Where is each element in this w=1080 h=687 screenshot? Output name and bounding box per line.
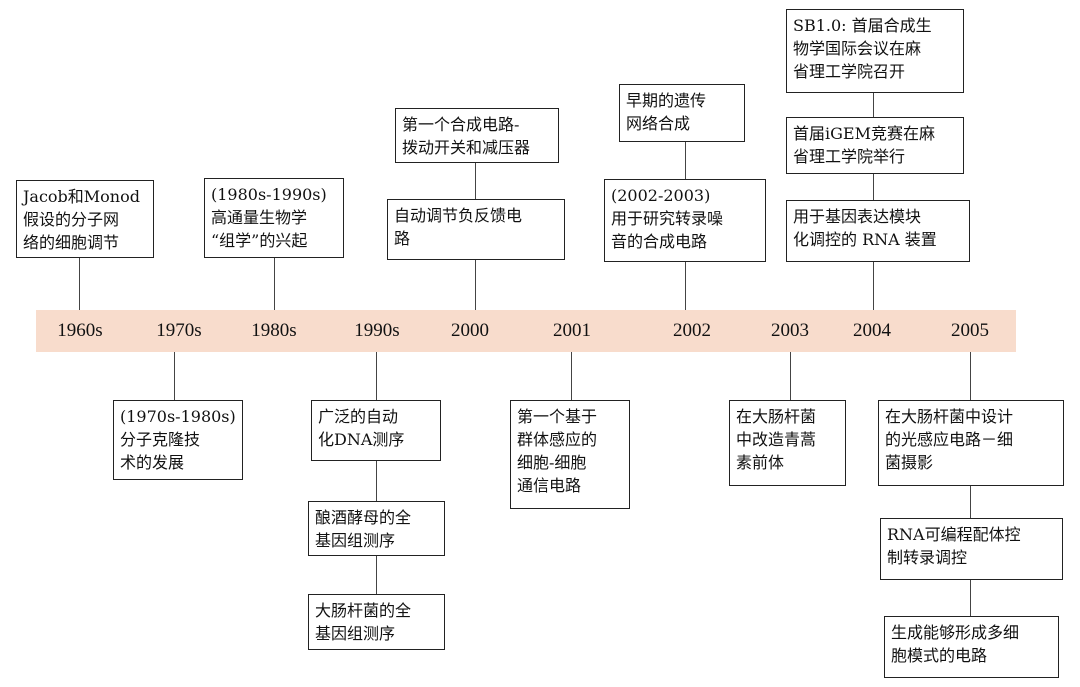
connector-2002 — [685, 262, 686, 310]
connector-2004-top — [873, 93, 874, 117]
event-ecoli-genome: 大肠杆菌的全 基因组测序 — [308, 594, 445, 650]
event-artemisinin: 在大肠杆菌 中改造青蒿 素前体 — [729, 400, 846, 486]
connector-2005-bottom — [970, 580, 971, 616]
connector-2001 — [571, 352, 572, 400]
event-light-sensing: 在大肠杆菌中设计 的光感应电路－细 菌摄影 — [878, 400, 1064, 486]
year-1960s: 1960s — [57, 320, 103, 341]
event-omics: (1980s-1990s) 高通量生物学 “组学”的兴起 — [204, 178, 344, 258]
event-rna-aptamer: RNA可编程配体控 制转录调控 — [880, 518, 1063, 580]
connector-2000 — [475, 260, 476, 310]
connector-2004-mid — [873, 174, 874, 200]
connector-2002-top — [685, 142, 686, 179]
connector-1990s-yeast — [376, 461, 377, 501]
connector-1980s — [274, 258, 275, 310]
year-2004: 2004 — [853, 320, 891, 341]
event-rna-device: 用于基因表达模块 化调控的 RNA 装置 — [786, 200, 970, 262]
event-sb1-conference: SB1.0: 首届合成生 物学国际会议在麻 省理工学院召开 — [786, 9, 964, 93]
year-2001: 2001 — [553, 320, 591, 341]
event-first-circuit: 第一个合成电路- 拨动开关和减压器 — [395, 108, 559, 163]
connector-2003 — [790, 352, 791, 400]
event-noise-circuit: (2002-2003) 用于研究转录噪 音的合成电路 — [604, 179, 766, 262]
connector-2004 — [873, 262, 874, 310]
event-early-network: 早期的遗传 网络合成 — [619, 84, 745, 142]
connector-1960s — [79, 258, 80, 310]
year-2000: 2000 — [451, 320, 489, 341]
year-1990s: 1990s — [354, 320, 400, 341]
event-multicellular: 生成能够形成多细 胞模式的电路 — [884, 616, 1059, 678]
event-jacob-monod: Jacob和Monod 假设的分子网 络的细胞调节 — [16, 180, 154, 258]
connector-1970s — [174, 352, 175, 400]
event-yeast-genome: 酿酒酵母的全 基因组测序 — [308, 501, 445, 556]
connector-2000-top — [475, 163, 476, 199]
event-negative-feedback: 自动调节负反馈电 路 — [387, 199, 565, 260]
event-dna-sequencing: 广泛的自动 化DNA测序 — [311, 400, 441, 461]
year-2002: 2002 — [673, 320, 711, 341]
event-molecular-cloning: (1970s-1980s) 分子克隆技 术的发展 — [113, 400, 243, 480]
event-igem: 首届iGEM竞赛在麻 省理工学院举行 — [786, 117, 964, 174]
connector-2005 — [970, 352, 971, 400]
year-2003: 2003 — [771, 320, 809, 341]
year-1980s: 1980s — [251, 320, 297, 341]
year-2005: 2005 — [951, 320, 989, 341]
event-quorum-sensing: 第一个基于 群体感应的 细胞-细胞 通信电路 — [510, 400, 630, 509]
connector-2005-mid — [970, 486, 971, 518]
connector-1990s — [376, 352, 377, 400]
connector-1990s-ecoli — [376, 556, 377, 594]
timeline-band — [36, 310, 1016, 352]
year-1970s: 1970s — [156, 320, 202, 341]
